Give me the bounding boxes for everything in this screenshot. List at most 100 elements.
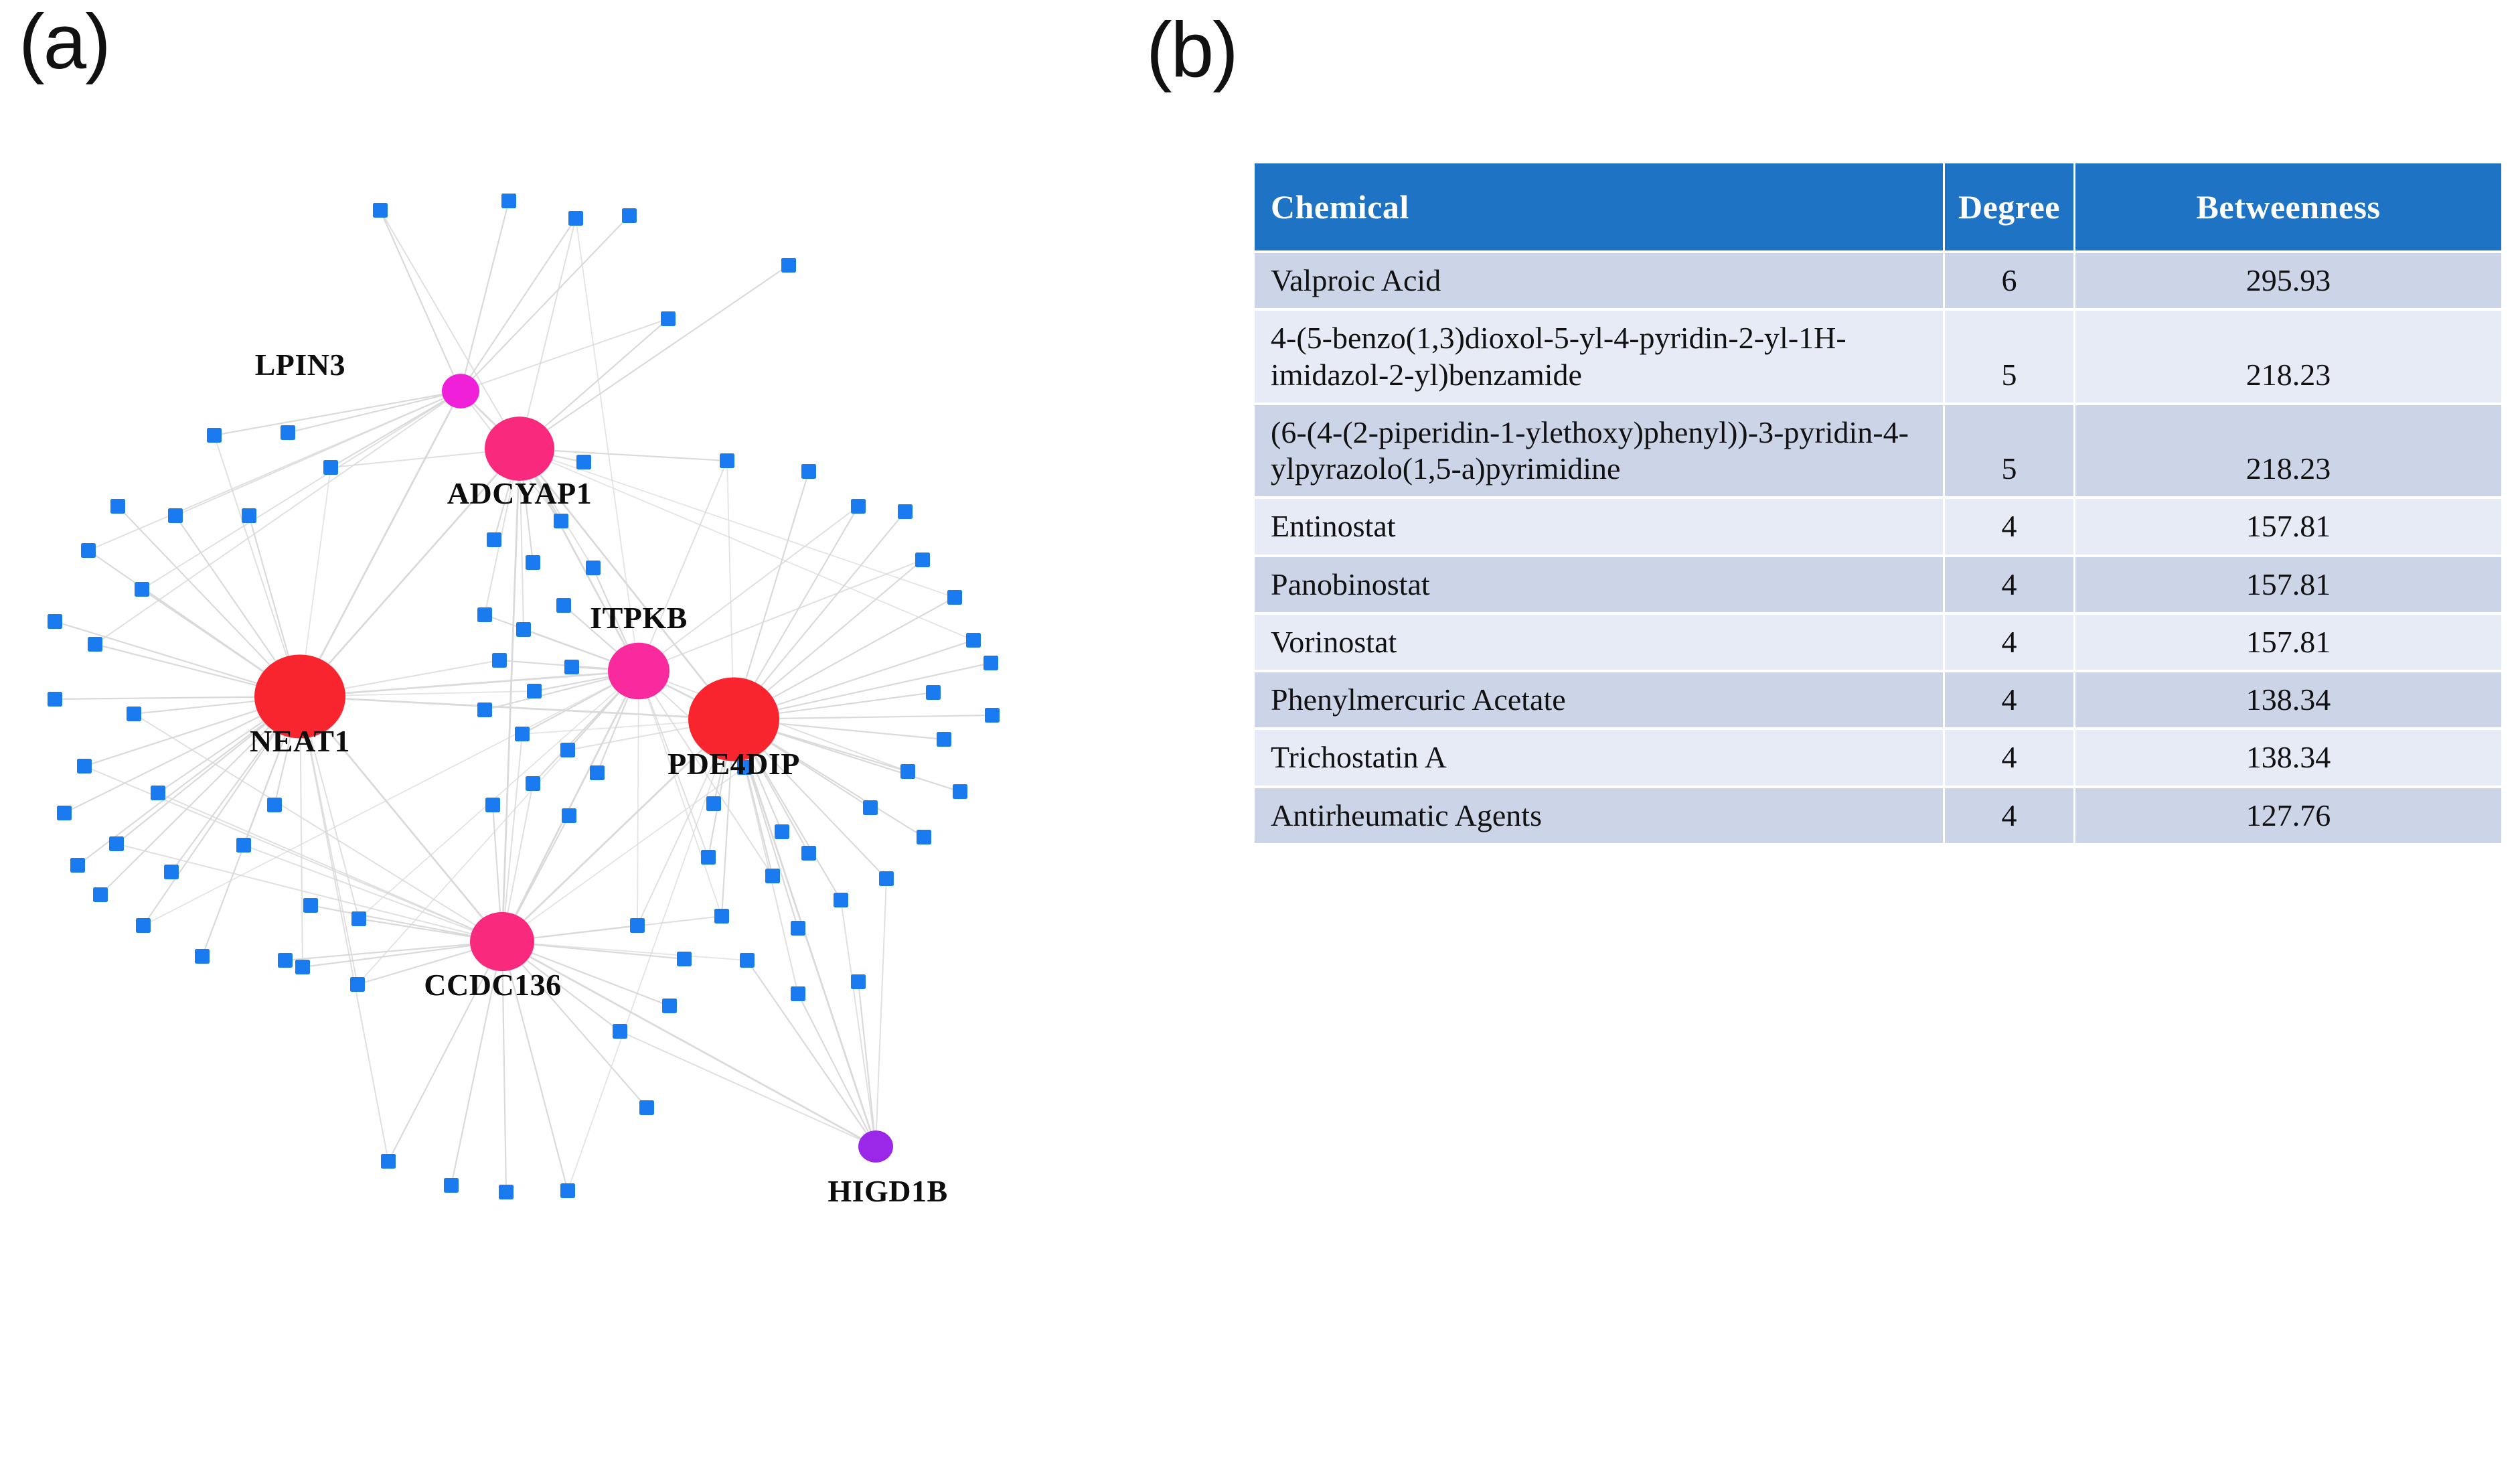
network-edge <box>287 390 461 434</box>
chemical-node <box>917 830 931 844</box>
chemical-node <box>516 622 531 637</box>
gene-label-pde4dip: PDE4DIP <box>667 747 800 781</box>
chemical-node <box>135 582 149 597</box>
chemical-node <box>323 460 338 475</box>
cell-chemical: Vorinostat <box>1255 614 1943 670</box>
chemical-node <box>775 824 789 839</box>
network-edge <box>299 390 462 697</box>
chemical-node <box>564 660 579 674</box>
gene-label-lpin3: LPIN3 <box>254 348 345 382</box>
chemical-node <box>57 806 72 820</box>
network-edge <box>299 696 503 942</box>
network-edge <box>726 460 734 720</box>
cell-chemical: Phenylmercuric Acetate <box>1255 672 1943 728</box>
network-edge <box>501 733 523 942</box>
chemical-node <box>765 869 780 883</box>
gene-node-itpkb <box>608 642 670 700</box>
network-edge <box>519 448 974 641</box>
cell-betweenness: 127.76 <box>2075 788 2501 843</box>
chemical-node <box>168 508 183 523</box>
chemical-node <box>499 1185 514 1199</box>
chemical-node <box>966 633 981 648</box>
network-edge <box>638 506 859 672</box>
chemical-node <box>568 211 583 226</box>
chemical-node <box>48 614 62 629</box>
chemical-node <box>706 796 721 811</box>
panel-b-label: (b) <box>1146 6 1239 93</box>
chemical-node <box>576 455 591 469</box>
chemical-node <box>109 836 124 851</box>
chemical-node <box>136 918 151 933</box>
gene-node-adcyap1 <box>485 417 554 481</box>
chemical-node <box>110 499 125 514</box>
cell-betweenness: 157.81 <box>2075 557 2501 612</box>
chemical-node <box>863 800 878 815</box>
network-edge <box>567 719 734 1191</box>
network-edge <box>875 878 887 1147</box>
chemical-node <box>303 898 318 913</box>
network-edge <box>501 941 569 1191</box>
chemical-node <box>477 607 492 622</box>
network-edge <box>380 210 520 449</box>
gene-node-pde4dip <box>688 677 779 761</box>
network-edge <box>379 210 462 392</box>
network-edge <box>857 981 877 1147</box>
network-edge <box>619 1031 876 1147</box>
network-edge <box>88 390 461 551</box>
network-edge <box>214 435 301 697</box>
chemical-node <box>554 514 568 528</box>
network-edge <box>518 448 640 672</box>
network-edge <box>388 941 503 1162</box>
chemical-node <box>127 707 141 721</box>
table-header-row: Chemical Degree Betweenness <box>1255 163 2501 250</box>
chemical-node <box>77 759 92 773</box>
network-edge <box>299 448 521 697</box>
network-edge <box>460 318 669 392</box>
network-edge <box>746 960 876 1147</box>
chemical-node <box>93 887 108 902</box>
network-edge <box>459 200 510 392</box>
network-edge <box>299 696 303 968</box>
chemical-node <box>267 798 282 812</box>
network-edge <box>94 390 461 645</box>
network-edge <box>450 941 503 1186</box>
network-edge <box>133 713 503 942</box>
network-edge <box>518 448 735 720</box>
network-edge <box>575 218 639 672</box>
cell-degree: 4 <box>1945 499 2073 555</box>
chemical-node <box>983 656 998 670</box>
cell-betweenness: 218.23 <box>2075 311 2501 402</box>
cell-chemical: Antirheumatic Agents <box>1255 788 1943 843</box>
chemical-node <box>485 798 500 812</box>
cell-chemical: Entinostat <box>1255 499 1943 555</box>
chemical-node <box>373 203 388 218</box>
cell-chemical: (6-(4-(2-piperidin-1-ylethoxy)phenyl))-3… <box>1255 404 1943 497</box>
cell-degree: 4 <box>1945 672 2073 728</box>
chemical-node <box>662 999 677 1013</box>
network-edge <box>302 940 503 968</box>
chemical-node <box>791 921 805 936</box>
cell-degree: 6 <box>1945 253 2073 309</box>
network-edge <box>143 696 301 926</box>
gene-label-adcyap1: ADCYAP1 <box>447 476 593 510</box>
network-edge <box>732 471 810 720</box>
network-edge <box>117 506 301 697</box>
cell-betweenness: 138.34 <box>2075 730 2501 786</box>
network-edge <box>100 696 301 895</box>
table-row: 4-(5-benzo(1,3)dioxol-5-yl-4-pyridin-2-y… <box>1255 311 2501 402</box>
chemical-node <box>613 1024 627 1039</box>
column-header-chemical: Chemical <box>1255 163 1943 250</box>
chemical-stats-table: Chemical Degree Betweenness Valproic Aci… <box>1253 161 2503 846</box>
chemical-node <box>851 974 866 989</box>
network-edge <box>501 448 521 942</box>
network-edge <box>840 899 876 1147</box>
cell-betweenness: 295.93 <box>2075 253 2501 309</box>
network-edge <box>501 941 748 961</box>
chemical-node <box>281 425 295 440</box>
